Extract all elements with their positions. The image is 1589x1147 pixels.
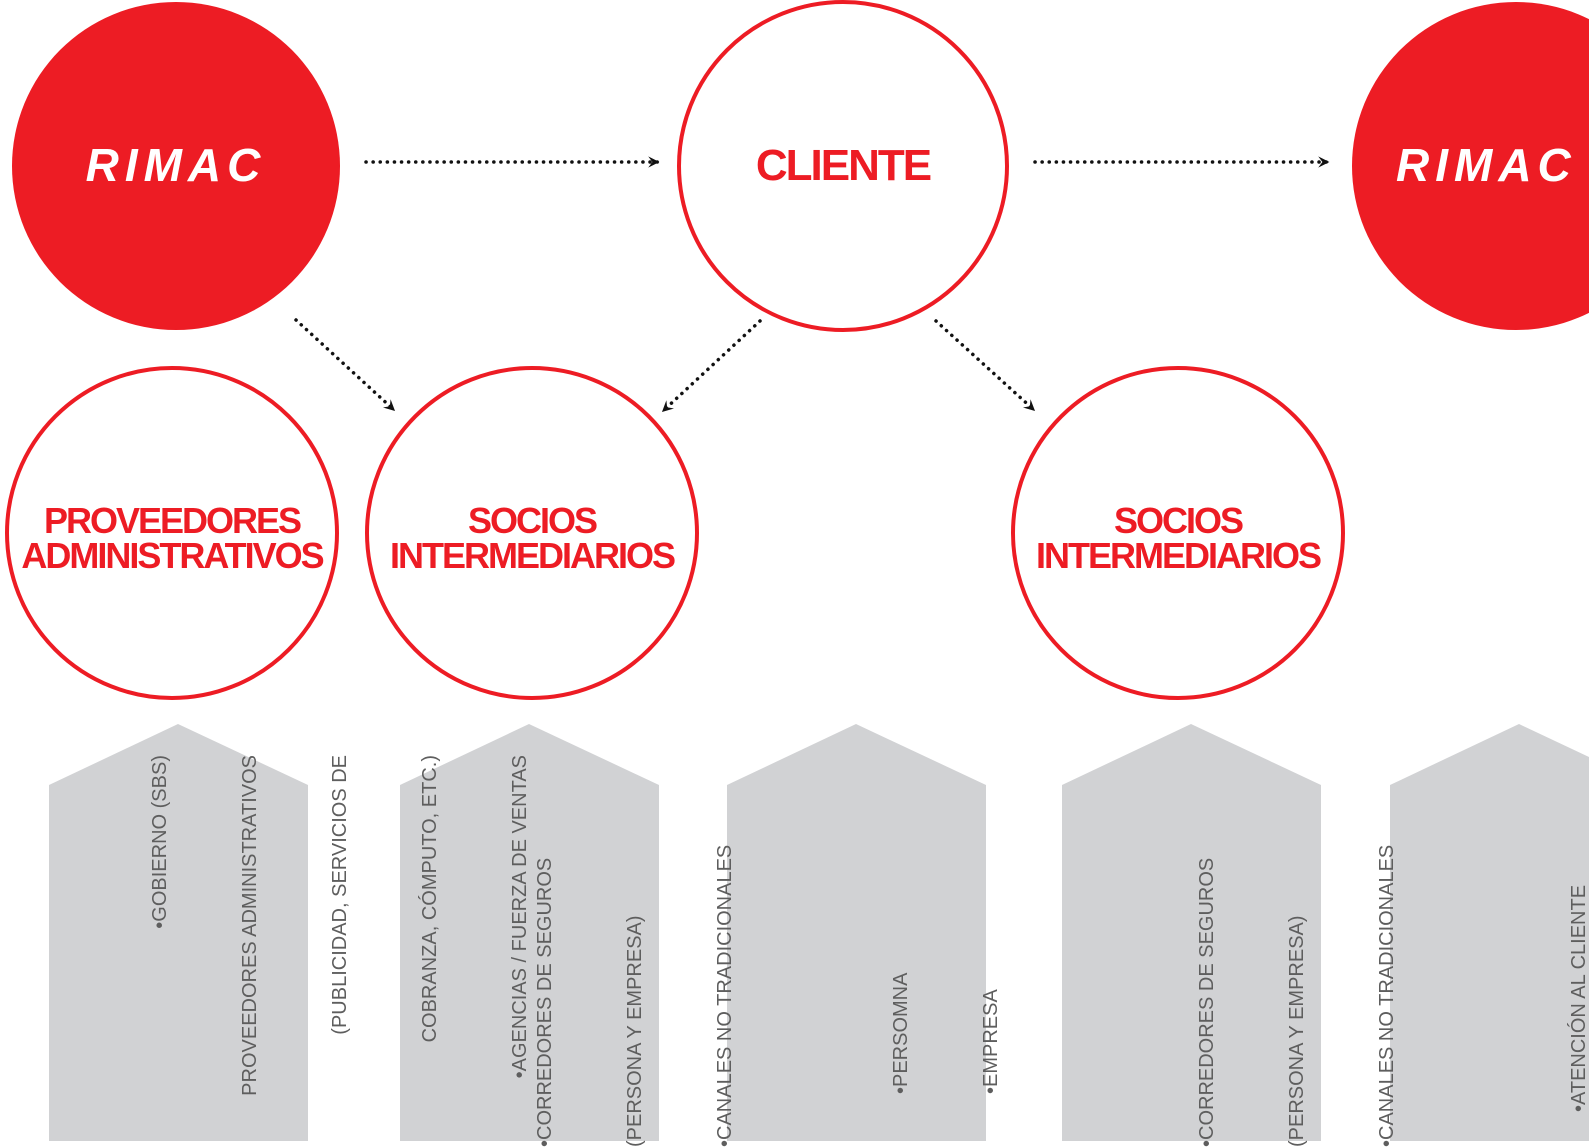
- arrow-cliente-to-socios-right: [934, 319, 1036, 412]
- panel-proveedores-line: •GOBIERNO (SBS): [149, 755, 171, 929]
- panel-socios-left-line: •CORREDORES DE SEGUROS: [534, 857, 556, 1147]
- panel-proveedores-line: (PUBLICIDAD, SERVICIOS DE: [329, 755, 351, 1035]
- rimac-left-logo-text: RIMAC: [85, 139, 267, 192]
- socios-left-title-line2: INTERMEDIARIOS: [389, 535, 676, 576]
- panel-cliente-text: •PERSOMNA •EMPRESA: [826, 814, 1002, 1094]
- socios-left-title: SOCIOS INTERMEDIARIOS: [367, 498, 697, 578]
- socios-left-title-line1: SOCIOS: [467, 499, 598, 541]
- panel-socios-left-line: (PERSONA Y EMPRESA): [624, 915, 646, 1147]
- panel-rimac-right-line: •ATENCIÓN AL CLIENTE: [1568, 884, 1589, 1112]
- panel-rimac-right-shape: [1390, 724, 1589, 1141]
- proveedores-circle: [5, 366, 339, 700]
- cliente-circle: [677, 0, 1009, 332]
- socios-right-title-line1: SOCIOS: [1113, 499, 1244, 541]
- rimac-left-circle: [12, 2, 340, 330]
- panel-rimac-right-text: •ATENCIÓN AL CLIENTE: [1504, 802, 1589, 1112]
- panel-socios-left-shape: [400, 724, 659, 1141]
- panel-cliente-line: •PERSOMNA: [890, 972, 912, 1094]
- cliente-title-text: CLIENTE: [755, 141, 932, 191]
- panel-socios-left-line: •CANALES NO TRADICIONALES: [714, 844, 736, 1147]
- proveedores-title-line2: ADMINISTRATIVOS: [21, 535, 324, 576]
- arrow-rimac-to-socios: [294, 318, 396, 412]
- panel-socios-right-line: (PERSONA Y EMPRESA): [1286, 915, 1308, 1147]
- socios-right-title-line2: INTERMEDIARIOS: [1035, 535, 1322, 576]
- socios-left-circle: [365, 366, 699, 700]
- panel-socios-left-text: •CORREDORES DE SEGUROS (PERSONA Y EMPRES…: [470, 767, 736, 1147]
- arrow-cliente-to-socios-left: [661, 319, 762, 413]
- panel-proveedores-line: PROVEEDORES ADMINISTRATIVOS: [239, 755, 261, 1096]
- panel-cliente-shape: [727, 724, 986, 1141]
- panel-cliente-line: •EMPRESA: [980, 989, 1002, 1094]
- panel-socios-right-shape: [1062, 724, 1321, 1141]
- panel-proveedores-line: COBRANZA, CÓMPUTO, ETC.): [419, 755, 441, 1043]
- rimac-left-logo: RIMAC: [12, 126, 340, 206]
- panel-socios-right-line: •CORREDORES DE SEGUROS: [1196, 857, 1218, 1147]
- rimac-right-circle: [1352, 2, 1589, 330]
- panel-socios-right-text: •CORREDORES DE SEGUROS (PERSONA Y EMPRES…: [1132, 767, 1398, 1147]
- rimac-right-logo-text: RIMAC: [1396, 139, 1577, 192]
- proveedores-title: PROVEEDORES ADMINISTRATIVOS: [7, 498, 337, 578]
- panel-socios-right-line: •CANALES NO TRADICIONALES: [1376, 844, 1398, 1147]
- proveedores-title-line1: PROVEEDORES: [43, 499, 302, 541]
- socios-right-circle: [1011, 366, 1345, 700]
- cliente-title: CLIENTE: [679, 136, 1007, 196]
- socios-right-title: SOCIOS INTERMEDIARIOS: [1013, 498, 1343, 578]
- panel-proveedores-text: •GOBIERNO (SBS) PROVEEDORES ADMINISTRATI…: [85, 755, 531, 1135]
- rimac-right-logo: RIMAC: [1396, 126, 1589, 206]
- panel-proveedores-shape: [49, 724, 308, 1141]
